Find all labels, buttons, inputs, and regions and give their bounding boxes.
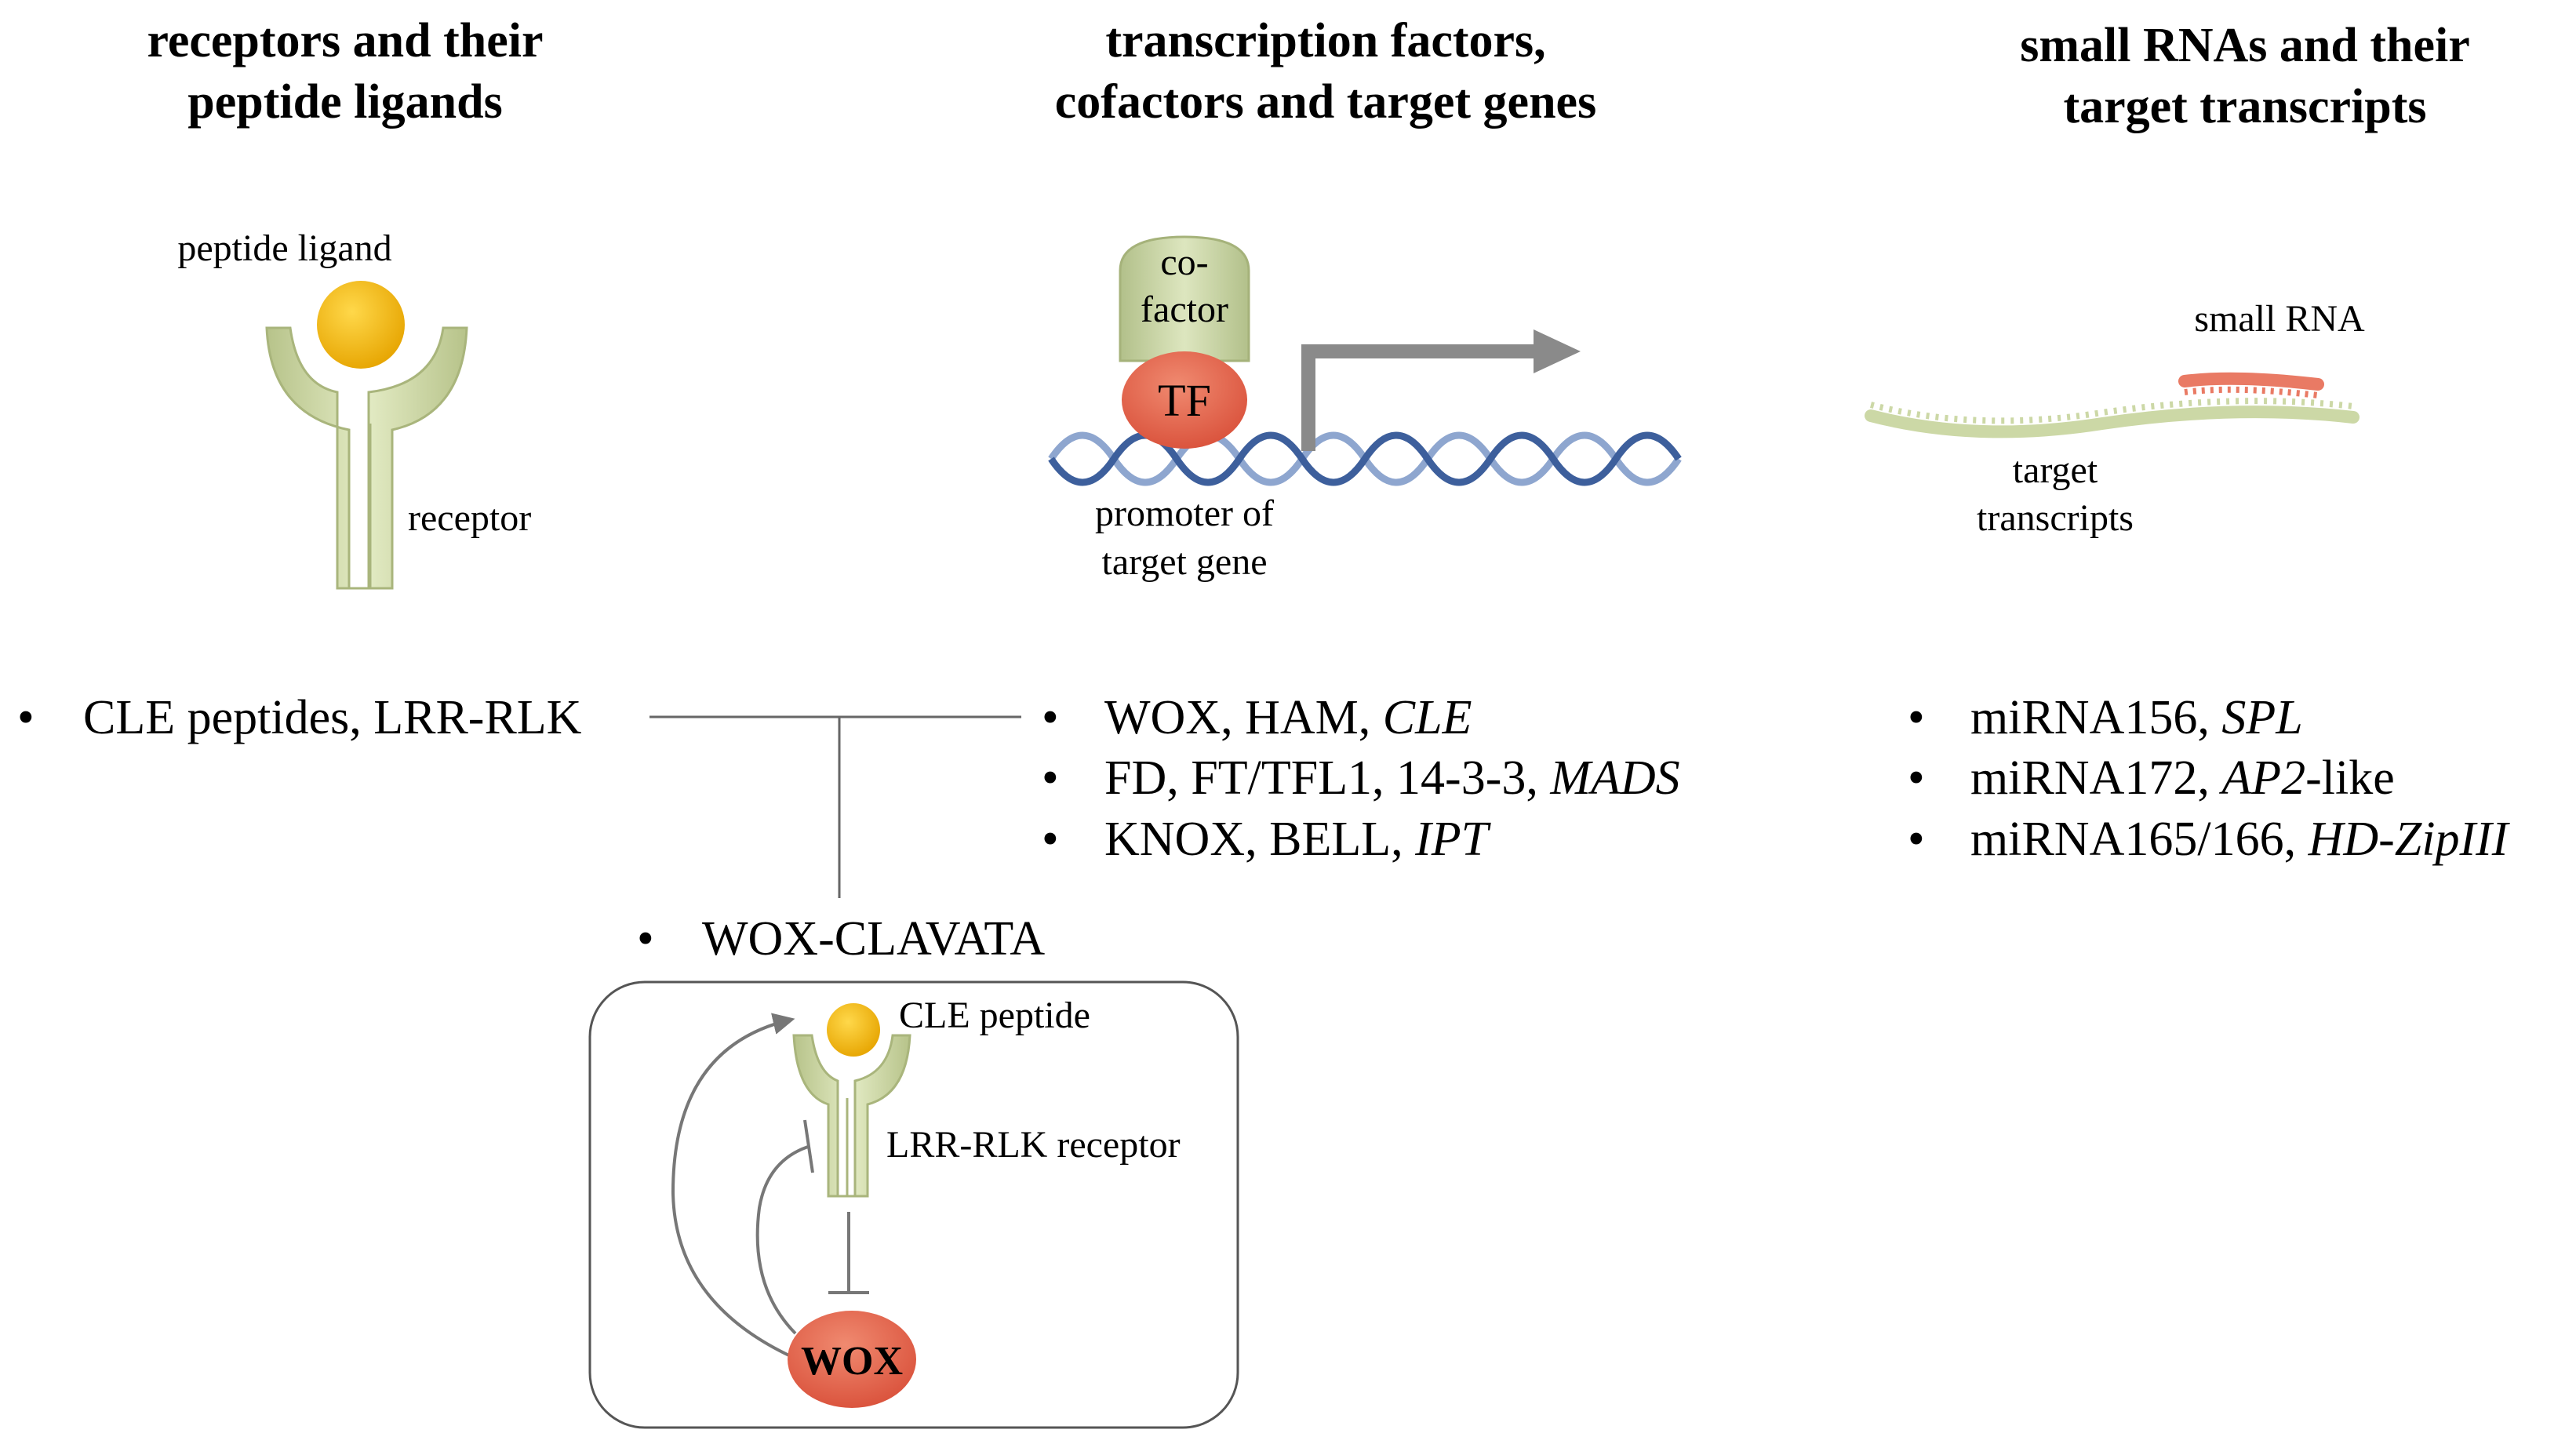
- receptors-item-1: CLE peptides, LRR-RLK: [83, 691, 582, 744]
- target-transcripts-label-line1: target: [2013, 449, 2098, 491]
- transcription-heading-line1: transcription factors,: [1105, 14, 1545, 67]
- receptors-heading-line1: receptors and their: [147, 14, 543, 67]
- wox-clavata-box: [588, 980, 1239, 1429]
- transcription-arrow-icon: [1301, 329, 1581, 451]
- rna-item-3-bullet: •: [1908, 813, 1925, 866]
- promoter-label-line1: promoter of: [1095, 493, 1274, 534]
- lrr-rlk-receptor-icon: [792, 1034, 911, 1198]
- small-rna-heading-line2: target transcripts: [2063, 80, 2426, 133]
- receptors-item-bullet: •: [17, 691, 35, 744]
- tf-label: TF: [1158, 375, 1211, 426]
- wox-activates-cle-arrow-icon: [671, 1013, 795, 1359]
- wox-icon: [788, 1311, 916, 1408]
- tf-item-2-bullet: •: [1042, 751, 1059, 805]
- tf-item-3: KNOX, BELL, IPT: [1104, 813, 1492, 866]
- connector-lines: [649, 715, 1021, 898]
- rna-item-2-bullet: •: [1908, 751, 1925, 805]
- target-transcript-icon: [1865, 398, 2360, 438]
- wox-clavata-title: WOX-CLAVATA: [702, 912, 1045, 966]
- peptide-ligand-label: peptide ligand: [177, 227, 391, 269]
- wox-label: WOX: [801, 1339, 903, 1384]
- rna-item-1-bullet: •: [1908, 691, 1925, 744]
- receptors-column: receptors and their peptide ligands pept…: [17, 14, 582, 744]
- receptor-inhibits-wox-icon: [828, 1212, 869, 1294]
- lrr-rlk-receptor-label: LRR-RLK receptor: [886, 1124, 1181, 1166]
- tf-item-3-bullet: •: [1042, 813, 1059, 866]
- wox-clavata-section: • WOX-CLAVATA CLE peptide LRR-RLK recept…: [588, 912, 1239, 1429]
- cofactor-icon: [1119, 235, 1250, 362]
- wox-inhibits-receptor-icon: [755, 1119, 814, 1335]
- receptor-icon: [265, 326, 468, 590]
- rna-item-2: miRNA172, AP2-like: [1970, 751, 2395, 805]
- small-rna-column: small RNAs and their target transcripts …: [1865, 19, 2511, 866]
- tf-item-1: WOX, HAM, CLE: [1104, 691, 1472, 744]
- transcription-heading-line2: cofactors and target genes: [1055, 75, 1596, 129]
- tf-item-1-bullet: •: [1042, 691, 1059, 744]
- small-rna-icon: [2178, 372, 2324, 398]
- tf-item-2: FD, FT/TFL1, 14-3-3, MADS: [1104, 751, 1680, 805]
- rna-item-1: miRNA156, SPL: [1970, 691, 2303, 744]
- cofactor-label-line2: factor: [1141, 289, 1228, 330]
- cle-peptide-icon: [827, 1003, 880, 1057]
- rna-item-3: miRNA165/166, HD-ZipIII: [1970, 813, 2511, 866]
- cofactor-label-line1: co-: [1160, 242, 1208, 283]
- target-transcripts-label-line2: transcripts: [1977, 497, 2134, 539]
- small-rna-label: small RNA: [2194, 298, 2365, 340]
- small-rna-heading-line1: small RNAs and their: [2020, 19, 2470, 72]
- transcription-column: transcription factors, cofactors and tar…: [1042, 14, 1682, 866]
- cle-peptide-label: CLE peptide: [899, 995, 1090, 1036]
- dna-helix-icon: [1048, 431, 1682, 486]
- receptors-heading-line2: peptide ligands: [187, 75, 502, 129]
- tf-icon: [1122, 351, 1247, 449]
- receptor-label: receptor: [408, 497, 531, 539]
- wox-clavata-bullet: •: [637, 912, 654, 966]
- promoter-label-line2: target gene: [1101, 541, 1267, 583]
- peptide-ligand-icon: [317, 281, 405, 369]
